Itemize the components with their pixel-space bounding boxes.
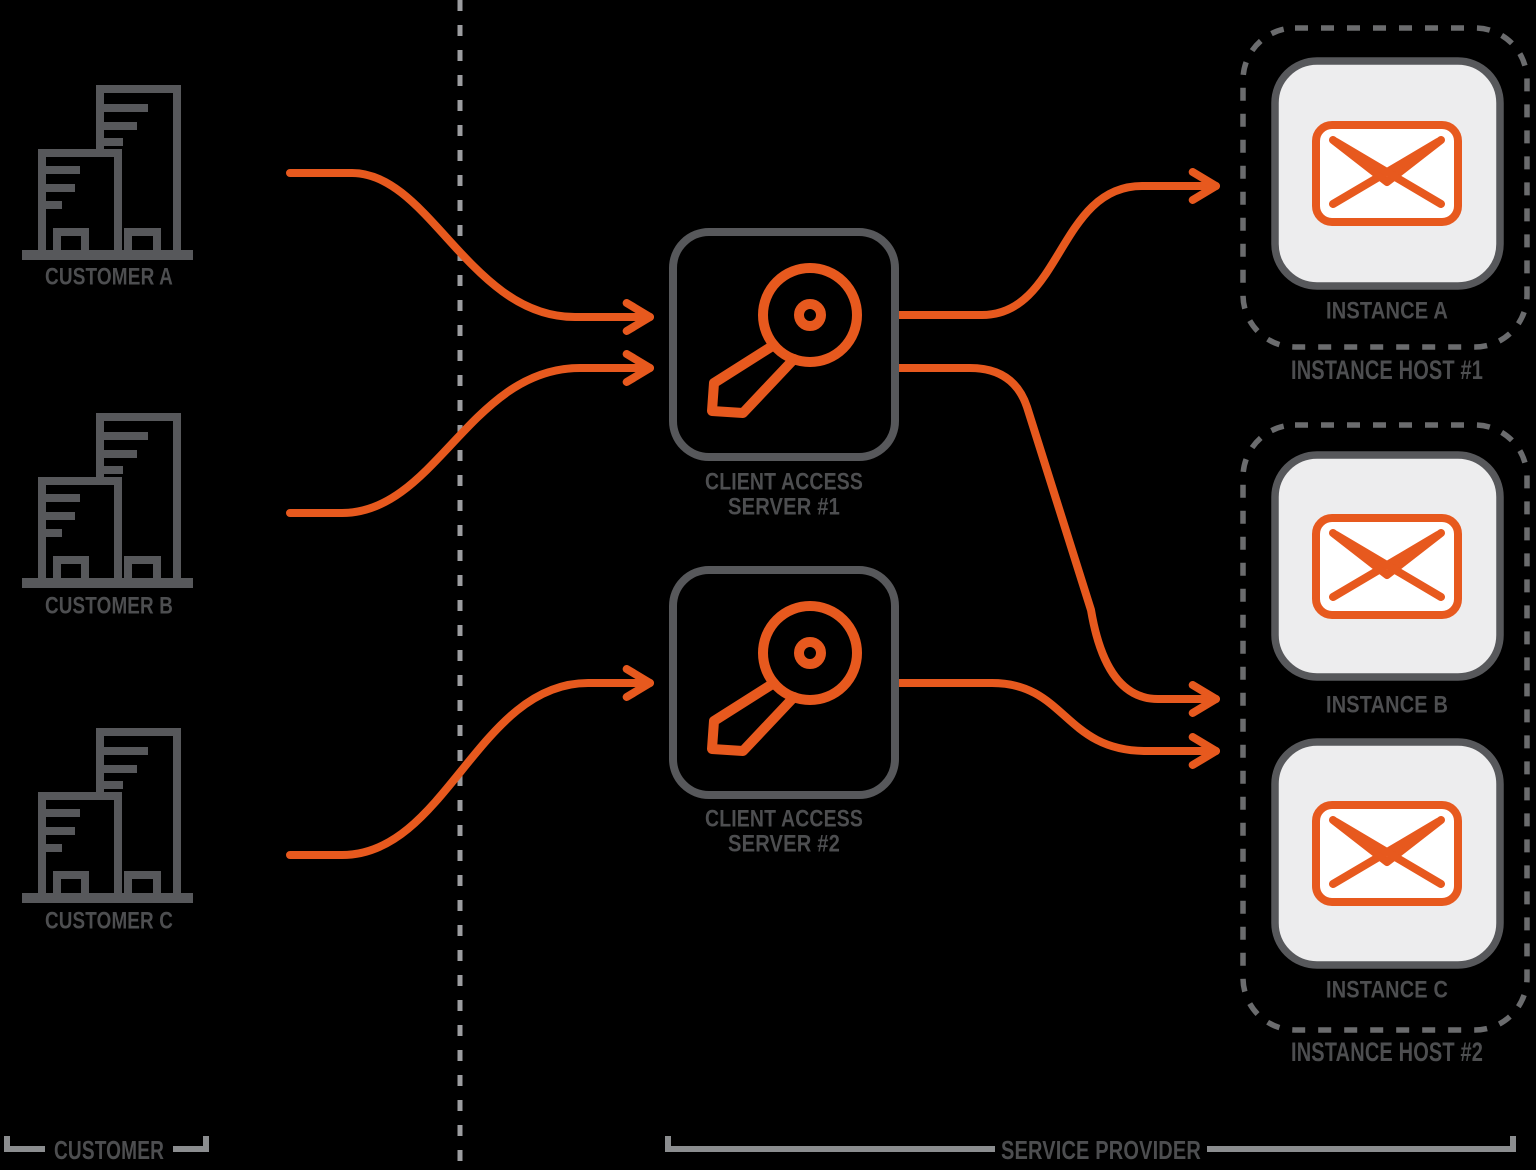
envelope-icon [1316,518,1458,615]
customer-zone-label: CUSTOMER [54,1135,164,1165]
instance-host-2-label: INSTANCE HOST #2 [1291,1037,1483,1067]
client-access-server-2-label-line1: CLIENT ACCESS [705,806,863,833]
arrow-cas2-to-instance-host2 [894,679,1220,769]
client-access-server-2-box [669,566,899,799]
building-icon [22,417,193,583]
customer-a-group: CUSTOMER A [22,89,193,291]
customer-b-group: CUSTOMER B [22,417,193,620]
instance-b-label: INSTANCE B [1326,692,1448,719]
client-access-server-2-group: CLIENT ACCESS SERVER #2 [669,566,899,858]
instance-a-label: INSTANCE A [1326,298,1448,325]
arrow-customer-c-to-cas2 [286,665,654,859]
instance-host-2-group: INSTANCE B INSTANCE C INSTANCE HOST #2 [1240,422,1530,1067]
service-provider-zone-bracket: SERVICE PROVIDER [665,1135,1516,1165]
customer-c-group: CUSTOMER C [22,732,193,935]
instance-c-label: INSTANCE C [1326,977,1448,1004]
customer-zone-bracket: CUSTOMER [4,1135,209,1165]
building-icon [22,732,193,898]
envelope-icon [1316,125,1458,222]
arrow-customer-b-to-cas1 [286,350,654,517]
client-access-server-1-box [669,228,899,461]
service-provider-bracket-left [665,1136,995,1152]
instance-b-group: INSTANCE B [1271,451,1504,719]
service-provider-bracket-right [1207,1136,1516,1152]
instance-host-1-group: INSTANCE A INSTANCE HOST #1 [1240,25,1530,385]
instance-a-group: INSTANCE A [1271,57,1504,325]
service-provider-zone-label: SERVICE PROVIDER [1001,1135,1201,1165]
instance-host-1-dashed-border [1240,25,1530,350]
client-access-server-2-label-line2: SERVER #2 [728,831,840,858]
client-access-server-1-label-line1: CLIENT ACCESS [705,469,863,496]
arrow-cas1-to-instance-a [894,168,1220,319]
client-access-server-1-label-line2: SERVER #1 [728,494,840,521]
client-access-server-1-group: CLIENT ACCESS SERVER #1 [669,228,899,521]
customer-bracket-left [4,1136,45,1152]
customer-bracket-right [173,1136,209,1152]
instance-host-1-label: INSTANCE HOST #1 [1291,355,1483,385]
customer-c-label: CUSTOMER C [45,908,173,935]
key-icon [712,268,857,413]
instance-c-group: INSTANCE C [1271,738,1504,1004]
customer-a-label: CUSTOMER A [45,264,173,291]
key-icon [712,606,857,751]
arrow-cas1-to-instance-host2 [894,364,1220,717]
instance-host-2-dashed-border [1240,422,1530,1033]
envelope-icon [1316,805,1458,902]
arrow-customer-a-to-cas1 [286,169,654,335]
building-icon [22,89,193,255]
customer-b-label: CUSTOMER B [45,593,173,620]
